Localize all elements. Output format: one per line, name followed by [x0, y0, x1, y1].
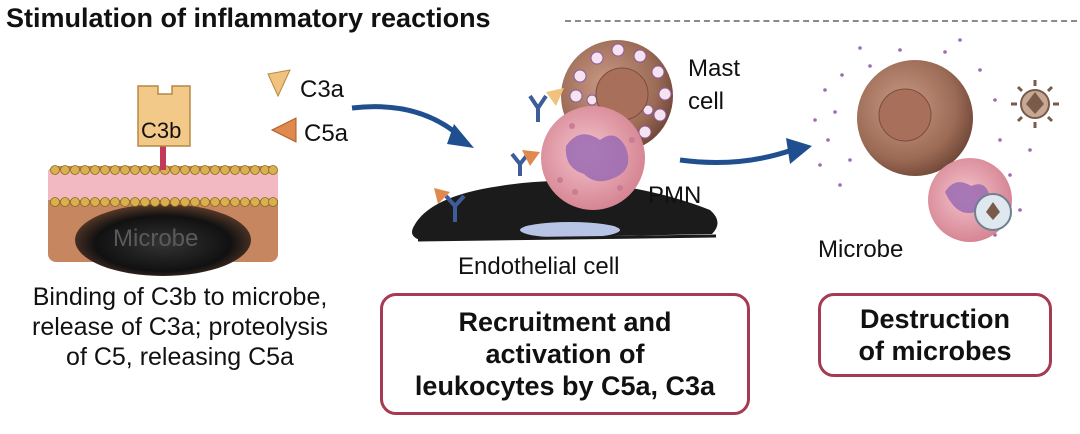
- panel1-caption-line-3: of C5, releasing C5a: [66, 343, 294, 371]
- panel1-caption-line-2: release of C3a; proteolysis: [32, 313, 328, 341]
- mast-cell-label-line-2: cell: [688, 88, 725, 115]
- c5a-fragment: [270, 117, 297, 143]
- free-microbe-graphic: [1011, 80, 1059, 128]
- c3a-fragment: [267, 69, 291, 98]
- c3a-label: C3a: [300, 76, 345, 103]
- figure-title: Stimulation of inflammatory reactions: [6, 3, 491, 33]
- pmn-label: PMN: [648, 182, 702, 209]
- panel1-caption-line-1: Binding of C3b to microbe,: [32, 283, 328, 311]
- pmn-graphic: [541, 106, 645, 210]
- panel1-caption: Binding of C3b to microbe, release of C3…: [0, 282, 360, 372]
- c3b-label: C3b: [141, 118, 182, 143]
- title-dashed-rule: [565, 20, 1077, 22]
- recruitment-box-text: Recruitment and activation of leukocytes…: [414, 307, 716, 401]
- destruction-box-text: Destruction of microbes: [858, 304, 1012, 366]
- microbe-membrane-block: [48, 85, 278, 276]
- pmn-engulfing-microbe-graphic: [928, 158, 1012, 242]
- arrow-1: [351, 104, 464, 140]
- receptor-3: [434, 188, 466, 222]
- endothelial-cell-layer: [412, 181, 718, 242]
- degranulated-mast-cell-graphic: [813, 38, 1032, 237]
- mast-cell-label-line-1: Mast: [688, 55, 741, 82]
- recruitment-box: Recruitment and activation of leukocytes…: [380, 293, 750, 415]
- microbe-block-label: Microbe: [113, 225, 199, 252]
- c5a-label: C5a: [304, 120, 349, 147]
- receptor-2: [510, 150, 540, 176]
- arrow-2: [679, 147, 793, 165]
- endothelial-cell-label: Endothelial cell: [458, 253, 620, 280]
- receptor-1: [528, 88, 564, 122]
- destruction-box: Destruction of microbes: [818, 293, 1052, 377]
- microbe-label-panel3: Microbe: [818, 236, 904, 263]
